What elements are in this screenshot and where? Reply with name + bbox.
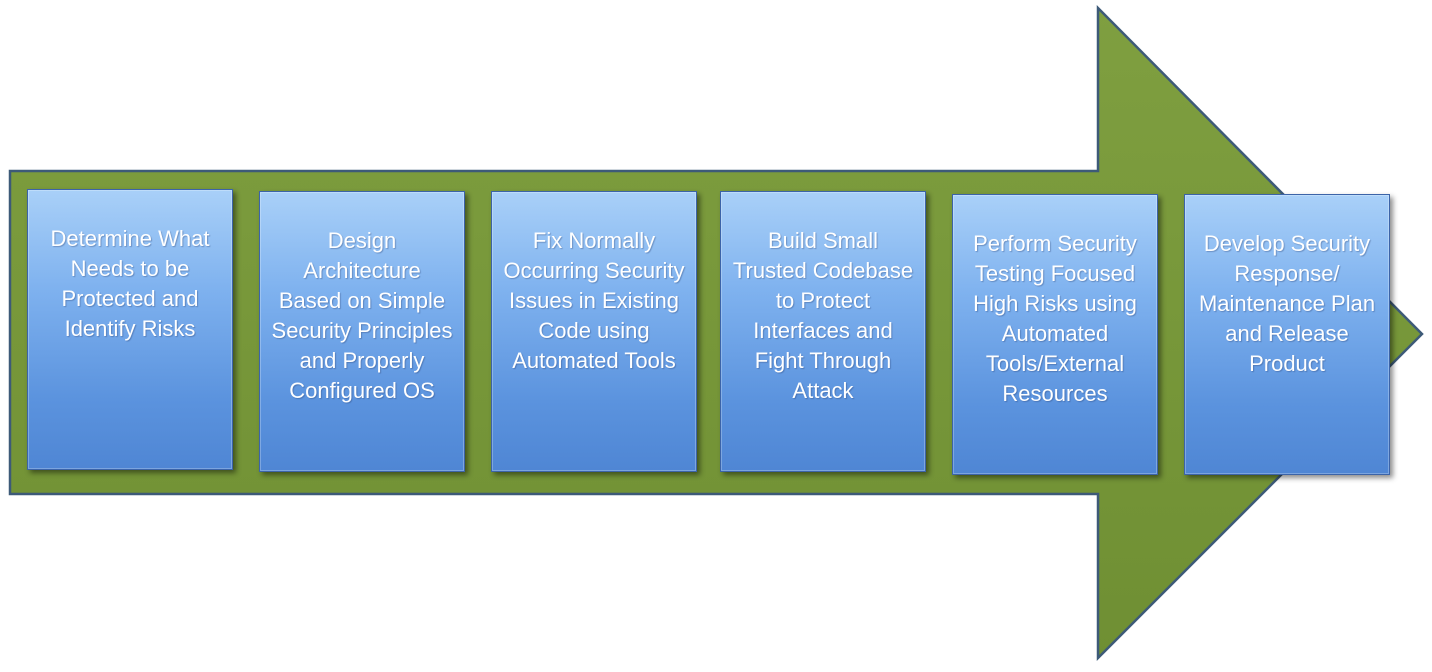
step-box-5: Perform Security Testing Focused High Ri…	[952, 194, 1158, 475]
step-label: Determine What Needs to be Protected and…	[50, 226, 210, 341]
step-box-4: Build Small Trusted Codebase to Protect …	[720, 191, 926, 472]
step-box-3: Fix Normally Occurring Security Issues i…	[491, 191, 697, 472]
step-label: Perform Security Testing Focused High Ri…	[973, 231, 1137, 406]
step-box-2: Design Architecture Based on Simple Secu…	[259, 191, 465, 472]
step-box-6: Develop Security Response/ Maintenance P…	[1184, 194, 1390, 475]
step-label: Fix Normally Occurring Security Issues i…	[503, 228, 685, 373]
step-label: Develop Security Response/ Maintenance P…	[1198, 231, 1376, 376]
step-label: Build Small Trusted Codebase to Protect …	[732, 228, 914, 403]
arrow-shape	[8, 4, 1424, 662]
step-label: Design Architecture Based on Simple Secu…	[271, 228, 453, 403]
step-box-1: Determine What Needs to be Protected and…	[27, 189, 233, 470]
